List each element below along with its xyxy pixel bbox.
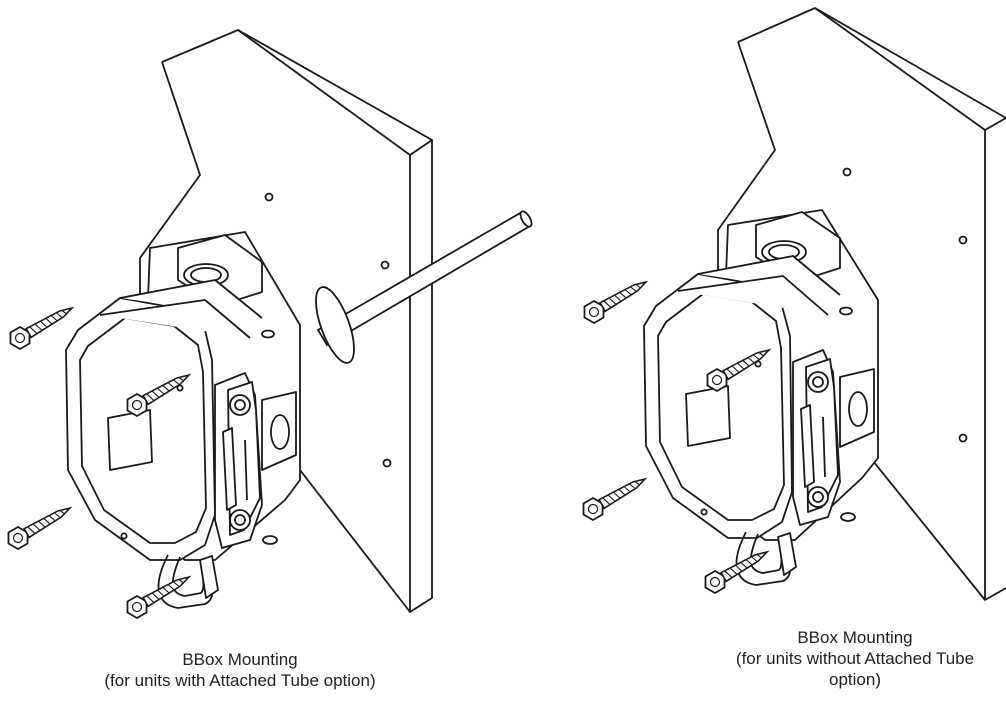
bbox-enclosure <box>643 209 879 586</box>
caption-title: BBox Mounting <box>182 650 298 669</box>
bbox-enclosure <box>65 231 301 609</box>
caption-without-tube: BBox Mounting (for units without Attache… <box>705 627 1005 690</box>
left-mounting-illustration <box>2 29 533 622</box>
caption-subtitle-line: (for units without Attached Tube <box>735 649 975 668</box>
caption-with-tube: BBox Mounting (for units with Attached T… <box>30 649 450 691</box>
caption-subtitle-line: option) <box>829 670 881 689</box>
caption-title: BBox Mounting <box>797 628 913 647</box>
attached-tube <box>315 210 533 364</box>
right-mounting-illustration <box>577 7 1006 601</box>
caption-subtitle-line: (for units with Attached Tube option) <box>104 671 376 690</box>
